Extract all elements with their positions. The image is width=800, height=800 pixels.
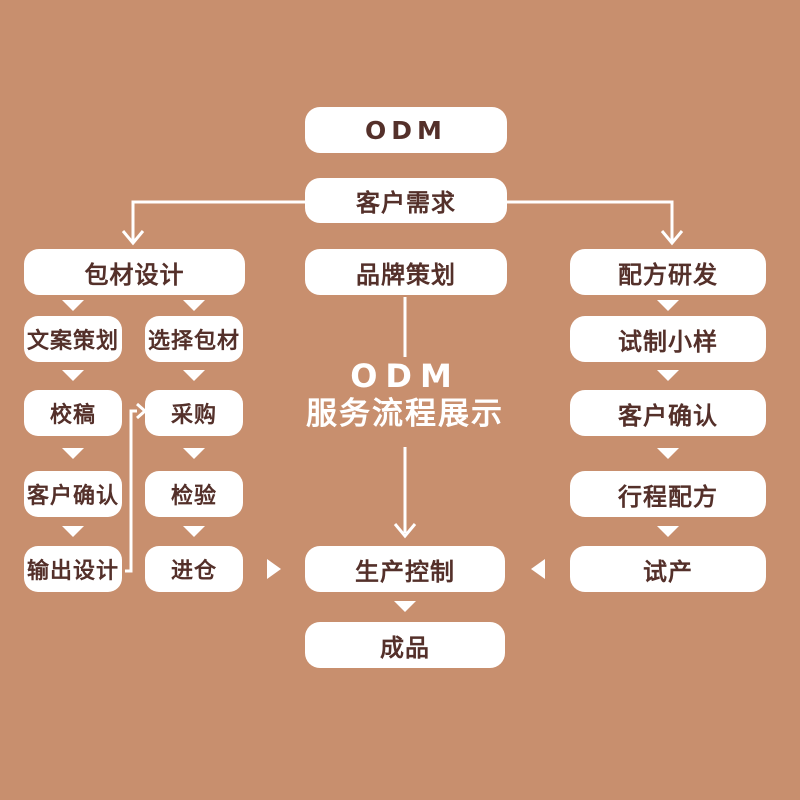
node-customer-confirm-left: 客户确认 [24, 471, 122, 517]
node-brand-planning: 品牌策划 [305, 249, 507, 295]
arrow-output-design-to-purchasing [125, 402, 148, 573]
center-title-line1: ODM [350, 357, 460, 395]
node-finished-product: 成品 [305, 622, 505, 668]
node-trial-sample: 试制小样 [570, 316, 766, 362]
center-title: ODM 服务流程展示 [275, 359, 535, 432]
node-packaging-design: 包材设计 [24, 249, 245, 295]
down-arrow-icons-col-left-a [62, 300, 84, 537]
arrow-customer-needs-to-packaging-design [121, 200, 305, 246]
down-arrow-icon-production-to-finished [394, 601, 416, 612]
node-output-design: 输出设计 [24, 546, 122, 592]
node-customer-needs: 客户需求 [305, 178, 507, 223]
down-arrow-icons-col-left-b [183, 300, 205, 537]
node-purchasing: 采购 [145, 390, 243, 436]
node-production-control: 生产控制 [305, 546, 505, 592]
arrow-customer-needs-to-formula-rd [505, 200, 684, 246]
arrow-title-to-production-control [393, 447, 417, 539]
right-arrow-icon-warehousing-to-production [267, 559, 281, 579]
left-arrow-icon-trial-production-to-production [531, 559, 545, 579]
center-title-line2: 服务流程展示 [306, 396, 504, 432]
node-proofreading: 校稿 [24, 390, 122, 436]
node-customer-confirm-right: 客户确认 [570, 390, 766, 436]
down-arrow-icons-col-right [657, 300, 679, 537]
node-schedule-formula: 行程配方 [570, 471, 766, 517]
node-select-packaging: 选择包材 [145, 316, 243, 362]
node-trial-production: 试产 [570, 546, 766, 592]
node-odm: ODM [305, 107, 507, 153]
node-inspection: 检验 [145, 471, 243, 517]
node-formula-rd: 配方研发 [570, 249, 766, 295]
node-warehousing: 进仓 [145, 546, 243, 592]
node-copywriting: 文案策划 [24, 316, 122, 362]
